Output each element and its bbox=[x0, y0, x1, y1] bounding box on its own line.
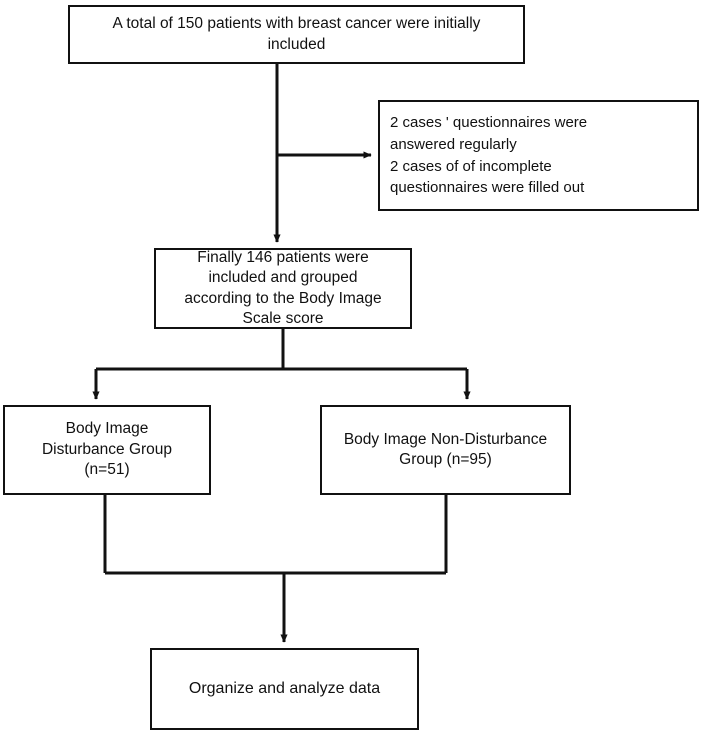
node-group-disturbance-label: Body Image Disturbance Group (n=51) bbox=[41, 420, 173, 479]
node-body-image-disturbance-group: Body Image Disturbance Group (n=51) bbox=[3, 405, 211, 495]
node-body-image-non-disturbance-group: Body Image Non-Disturbance Group (n=95) bbox=[320, 405, 571, 495]
node-group-nondisturbance-label: Body Image Non-Disturbance Group (n=95) bbox=[343, 430, 548, 468]
node-excluded-cases: 2 cases ' questionnaires were answered r… bbox=[378, 100, 699, 211]
node-analysis-label: Organize and analyze data bbox=[188, 680, 381, 698]
node-enrolled-label: A total of 150 patients with breast canc… bbox=[112, 15, 481, 53]
node-enrolled-patients: A total of 150 patients with breast canc… bbox=[68, 5, 525, 64]
node-included-label: Finally 146 patients were included and g… bbox=[184, 249, 382, 327]
node-organize-and-analyze-data: Organize and analyze data bbox=[150, 648, 419, 730]
node-included-and-grouped: Finally 146 patients were included and g… bbox=[154, 248, 412, 329]
node-excluded-label: 2 cases ' questionnaires were answered r… bbox=[390, 114, 588, 197]
